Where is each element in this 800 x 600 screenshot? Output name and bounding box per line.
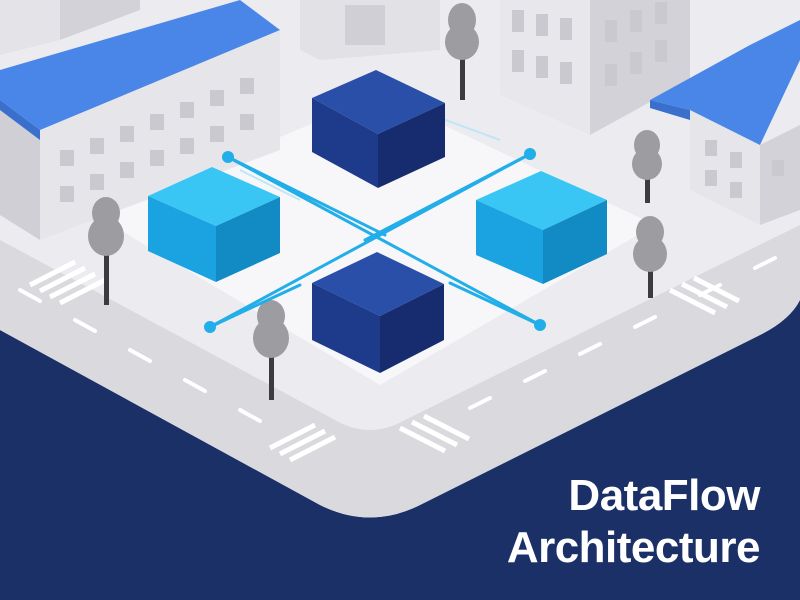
endpoint-top-left [222,151,234,163]
crosswalk-bottom-right [398,413,471,454]
connector-lines [208,152,542,329]
tree-right-upper [632,130,662,203]
node-left [148,167,280,282]
building-top-left [0,0,140,55]
crosswalk-right [668,275,741,316]
node-right [476,171,607,284]
headline: DataFlow Architecture [430,470,761,574]
road [0,225,800,518]
connector-bottom-right [448,281,542,327]
headline-line-2: Architecture [506,523,761,572]
building-tall [500,0,690,135]
tree-top-middle [445,3,479,100]
connector-shadows [239,117,501,201]
endpoint-bottom-left [204,321,216,333]
node-bottom [312,252,444,373]
connector-bottom-left [208,283,302,329]
crosswalk-left [28,259,107,306]
building-left [0,0,280,240]
building-right [650,20,800,225]
node-top [312,70,445,188]
endpoint-top-right [524,148,536,160]
building-top-middle [300,0,440,60]
headline-line-1: DataFlow [568,471,760,520]
tree-bottom [253,300,289,400]
road-markings [18,256,777,423]
crosswalk-bottom-left [268,422,337,463]
connector-diag-b [208,152,532,329]
plaza [95,95,655,385]
tree-left [88,197,124,305]
tree-right-lower [633,216,667,298]
connector-diag-a [226,155,542,327]
endpoint-bottom-right [534,319,546,331]
